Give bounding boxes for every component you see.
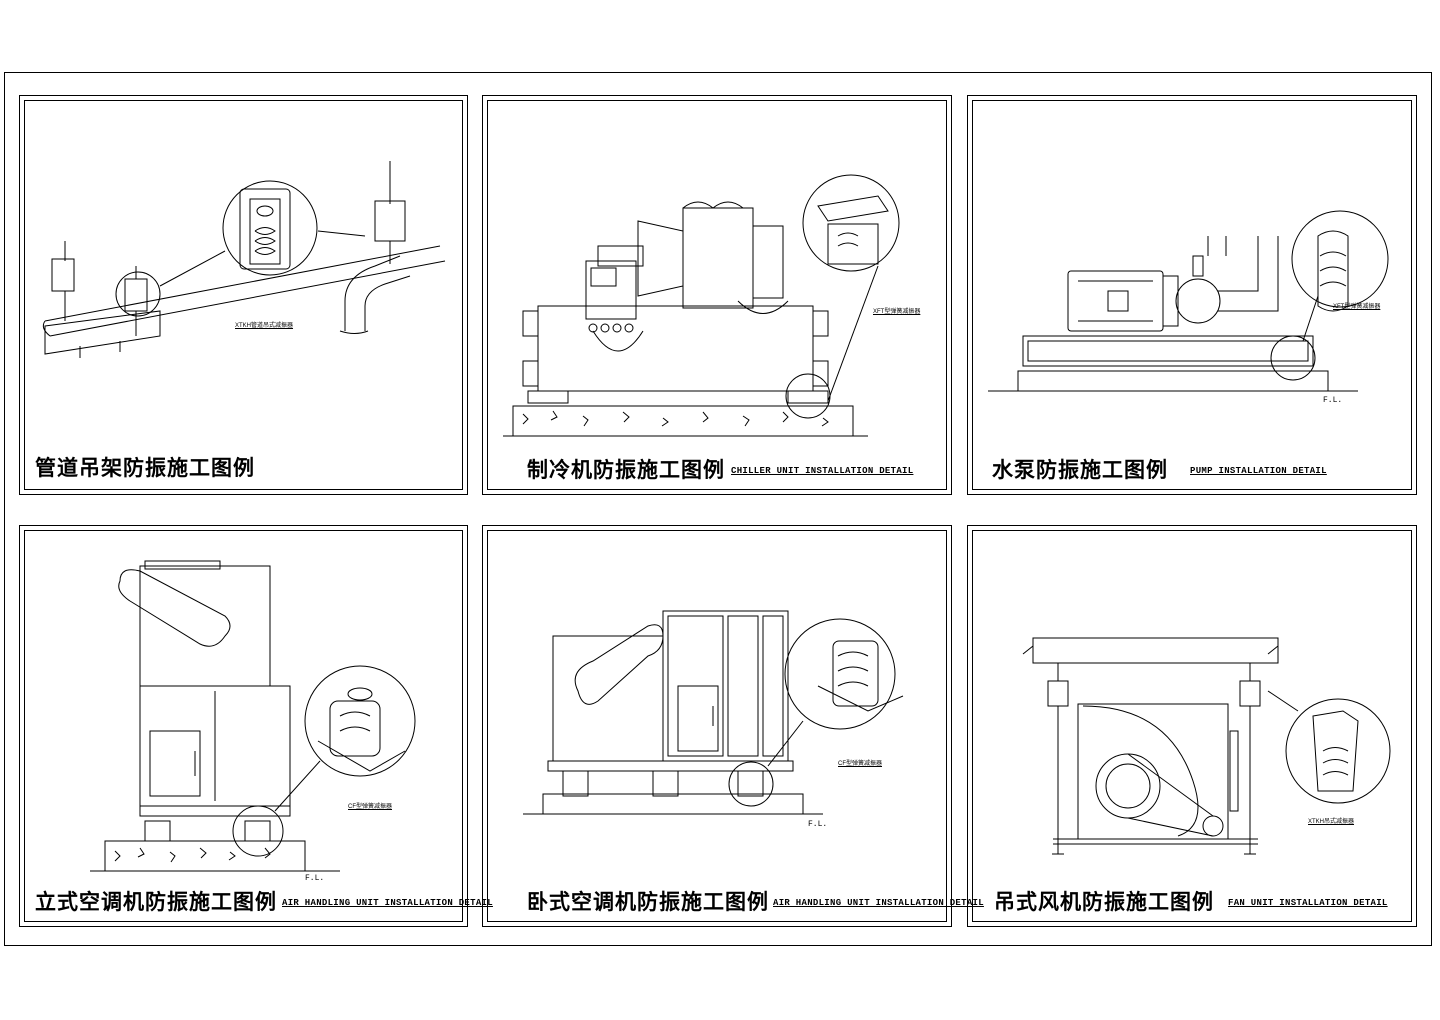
detail-callout-circle	[784, 618, 896, 730]
panel-inner-border	[972, 100, 1412, 490]
panel-title-cn: 立式空调机防振施工图例	[35, 889, 277, 914]
panel-title-cn: 管道吊架防振施工图例	[35, 455, 255, 480]
panel-title-cn: 水泵防振施工图例	[992, 457, 1168, 482]
panel-title-en: AIR HANDLING UNIT INSTALLATION DETAIL	[282, 898, 493, 908]
panel-pipe-hanger: XTKH管道吊式减振器 管道吊架防振施工图例	[19, 95, 468, 495]
isolator-caption: XFT型弹簧减振器	[873, 309, 921, 315]
detail-callout-circle	[1291, 210, 1389, 308]
isolator-caption: CF型弹簧减振器	[838, 761, 882, 767]
panel-pump: XFT型弹簧减振器 F.L. 水泵防振施工图例 PUMP INSTALLATIO…	[967, 95, 1417, 495]
panel-fan: XTKH吊式减振器 吊式风机防振施工图例 FAN UNIT INSTALLATI…	[967, 525, 1417, 927]
ahu-horizontal-drawing	[523, 610, 904, 815]
chiller-drawing	[503, 174, 900, 437]
hanger-box	[51, 258, 75, 292]
floor-level-label: F.L.	[305, 874, 325, 883]
concrete-pad	[104, 840, 306, 872]
sheet-border	[4, 72, 1432, 946]
pipe-hanger-drawing	[42, 161, 446, 358]
panel-ahu-horizontal: CF型弹簧减振器 F.L. 卧式空调机防振施工图例 AIR HANDLING U…	[482, 525, 984, 927]
concrete-pad	[542, 793, 804, 815]
pump-drawing	[988, 210, 1389, 392]
fan-drawing	[1022, 637, 1391, 855]
panel-title-en: FAN UNIT INSTALLATION DETAIL	[1228, 898, 1388, 908]
floor-level-label: F.L.	[1323, 396, 1343, 405]
concrete-pad	[512, 405, 854, 437]
ceiling-slab	[1032, 637, 1279, 664]
isolator-caption: XTKH吊式减振器	[1308, 819, 1355, 825]
fan-section	[552, 635, 664, 762]
panel-title-cn: 卧式空调机防振施工图例	[527, 889, 769, 914]
panel-title-cn: 制冷机防振施工图例	[527, 457, 725, 482]
detail-callout-circle	[222, 180, 318, 276]
isolator-caption: CF型弹簧减振器	[348, 804, 392, 810]
control-box	[585, 260, 637, 320]
detail-callout-circle	[304, 665, 416, 777]
panel-inner-border	[24, 530, 463, 922]
pump-motor	[1067, 270, 1164, 332]
panel-inner-border	[972, 530, 1412, 922]
isolator-caption: XTKH管道吊式减振器	[235, 323, 294, 329]
panel-title-en: AIR HANDLING UNIT INSTALLATION DETAIL	[773, 898, 984, 908]
pump-base	[1022, 335, 1314, 367]
panel-title-cn: 吊式风机防振施工图例	[994, 889, 1214, 914]
chiller-shell	[537, 305, 814, 392]
panel-title-en: PUMP INSTALLATION DETAIL	[1190, 466, 1327, 476]
detail-callout-circle	[802, 174, 900, 272]
panel-inner-border	[487, 100, 947, 490]
fan-section	[139, 565, 271, 687]
panel-title-en: CHILLER UNIT INSTALLATION DETAIL	[731, 466, 914, 476]
panel-inner-border	[24, 100, 463, 490]
ahu-vertical-drawing	[90, 560, 416, 872]
panel-inner-border	[487, 530, 947, 922]
floor-level-label: F.L.	[808, 820, 828, 829]
panel-chiller: XFT型弹簧减振器 制冷机防振施工图例 CHILLER UNIT INSTALL…	[482, 95, 952, 495]
detail-callout-circle	[1285, 698, 1391, 804]
panel-ahu-vertical: CF型弹簧减振器 F.L. 立式空调机防振施工图例 AIR HANDLING U…	[19, 525, 493, 927]
isolator-caption: XFT型弹簧减振器	[1333, 304, 1381, 310]
